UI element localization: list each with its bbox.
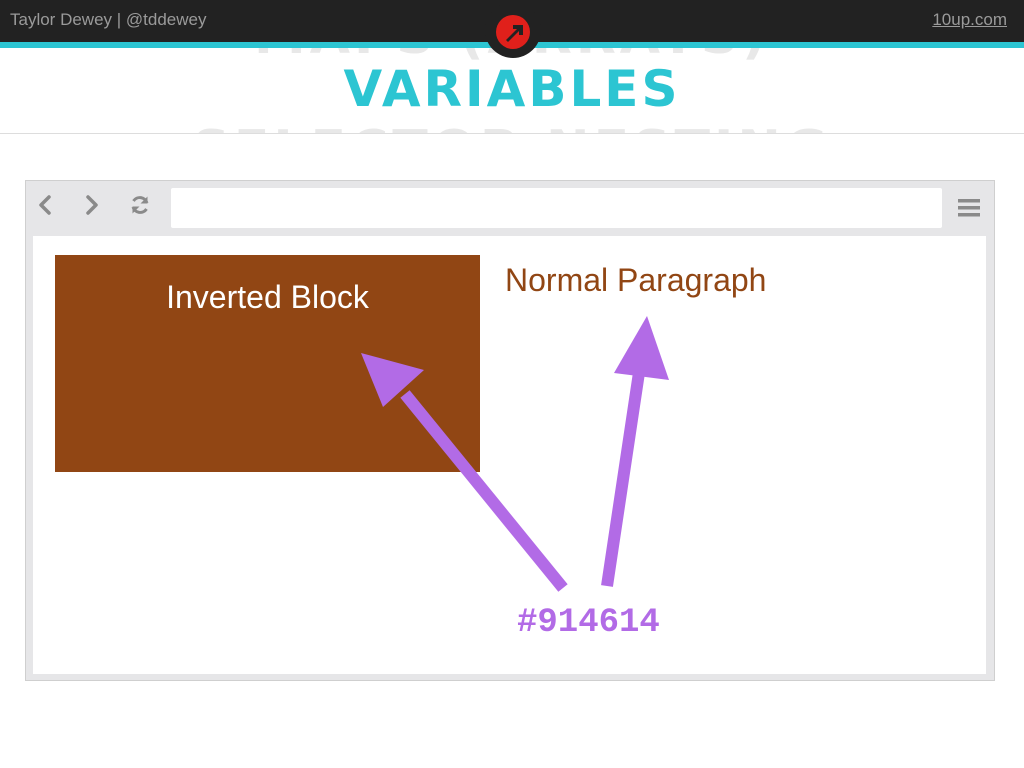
normal-paragraph: Normal Paragraph xyxy=(505,262,767,298)
inverted-block-label: Inverted Block xyxy=(166,279,369,315)
arrow-to-inverted-block xyxy=(361,353,568,592)
annotation-arrows xyxy=(361,316,669,592)
author-handle: Taylor Dewey | @tddewey xyxy=(10,10,207,29)
hamburger-menu-icon[interactable] xyxy=(958,197,980,219)
reload-icon[interactable] xyxy=(128,193,152,217)
address-bar[interactable] xyxy=(171,188,942,228)
site-link[interactable]: 10up.com xyxy=(932,10,1007,29)
slide-title-area: MAPS (ARRAYS) VARIABLES SELECTOR NESTING xyxy=(0,48,1024,134)
browser-viewport: Inverted Block Normal Paragraph #914614 xyxy=(33,236,986,674)
hex-color-label: #914614 xyxy=(517,604,660,642)
inverted-block: Inverted Block xyxy=(55,255,480,472)
10up-logo-icon xyxy=(485,2,541,58)
slide-title: VARIABLES xyxy=(343,60,681,118)
chevron-right-icon[interactable] xyxy=(79,193,103,217)
ghost-title-below: SELECTOR NESTING xyxy=(0,120,1024,133)
chevron-left-icon[interactable] xyxy=(34,193,58,217)
arrow-to-normal-paragraph xyxy=(601,316,669,587)
browser-window: Inverted Block Normal Paragraph #914614 xyxy=(25,180,995,681)
